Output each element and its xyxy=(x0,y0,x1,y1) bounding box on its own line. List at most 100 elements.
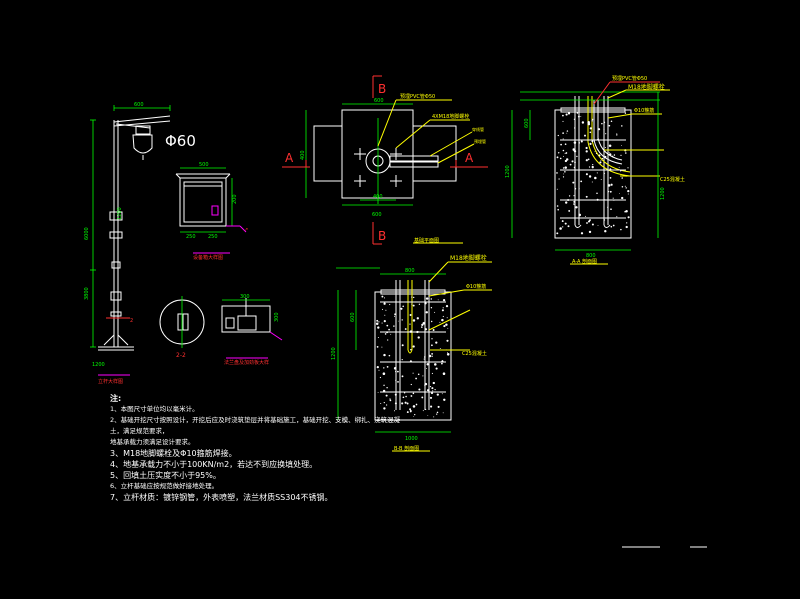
bb-height-dim: 1200 xyxy=(331,347,337,360)
note-1: 1、本图尺寸单位均以毫米计。 xyxy=(110,405,199,413)
concrete-aggregate-dot xyxy=(624,185,626,187)
section-b-top: B xyxy=(378,82,386,96)
concrete-aggregate-dot xyxy=(580,180,583,183)
concrete-aggregate-dot xyxy=(562,120,564,122)
concrete-aggregate-dot xyxy=(412,405,416,408)
concrete-aggregate-dot xyxy=(572,181,575,184)
concrete-aggregate-dot xyxy=(588,230,592,234)
concrete-aggregate-dot xyxy=(562,132,564,134)
concrete-aggregate-dot xyxy=(568,195,571,197)
plan-callout-bolt: 4XM18地脚螺栓 xyxy=(432,113,469,120)
concrete-aggregate-dot xyxy=(564,171,566,173)
concrete-aggregate-dot xyxy=(402,396,405,399)
concrete-aggregate-dot xyxy=(585,150,588,153)
concrete-aggregate-dot xyxy=(562,114,564,117)
concrete-aggregate-dot xyxy=(409,314,412,316)
concrete-aggregate-dot xyxy=(442,307,444,309)
concrete-aggregate-dot xyxy=(566,130,569,132)
concrete-aggregate-dot xyxy=(557,152,560,154)
concrete-aggregate-dot xyxy=(601,122,603,125)
cabinet-dim-b: 250 xyxy=(208,234,218,240)
concrete-aggregate-dot xyxy=(431,372,433,375)
concrete-aggregate-dot xyxy=(394,313,396,316)
concrete-aggregate-dot xyxy=(427,415,429,416)
concrete-aggregate-dot xyxy=(616,216,618,218)
concrete-aggregate-dot xyxy=(423,358,425,360)
concrete-aggregate-dot xyxy=(397,370,399,373)
concrete-aggregate-dot xyxy=(442,315,444,318)
concrete-aggregate-dot xyxy=(556,172,558,174)
concrete-aggregate-dot xyxy=(567,225,570,228)
concrete-aggregate-dot xyxy=(389,399,392,402)
concrete-aggregate-dot xyxy=(619,193,621,194)
concrete-aggregate-dot xyxy=(591,120,593,122)
concrete-aggregate-dot xyxy=(410,349,412,351)
plan-top-dim: 600 xyxy=(374,98,384,104)
concrete-aggregate-dot xyxy=(393,410,396,412)
aa-concrete-fill xyxy=(556,112,630,235)
concrete-aggregate-dot xyxy=(612,224,615,227)
concrete-aggregate-dot xyxy=(578,213,581,217)
concrete-aggregate-dot xyxy=(393,315,396,317)
concrete-aggregate-dot xyxy=(610,183,613,186)
concrete-aggregate-dot xyxy=(625,187,627,189)
concrete-aggregate-dot xyxy=(417,336,420,339)
concrete-aggregate-dot xyxy=(598,128,601,131)
concrete-aggregate-dot xyxy=(409,360,412,363)
concrete-aggregate-dot xyxy=(443,325,446,328)
concrete-aggregate-dot xyxy=(610,225,613,228)
concrete-aggregate-dot xyxy=(575,206,578,209)
concrete-aggregate-dot xyxy=(585,215,586,217)
concrete-aggregate-dot xyxy=(412,345,415,348)
concrete-aggregate-dot xyxy=(434,388,436,391)
concrete-aggregate-dot xyxy=(383,384,385,386)
concrete-aggregate-dot xyxy=(620,228,622,231)
concrete-aggregate-dot xyxy=(406,402,409,405)
concrete-aggregate-dot xyxy=(580,140,583,143)
concrete-aggregate-dot xyxy=(574,161,576,164)
concrete-aggregate-dot xyxy=(585,173,588,176)
pole-dim-6000: 6000 xyxy=(84,227,90,240)
concrete-aggregate-dot xyxy=(580,115,582,117)
bb-top-dim: 600 xyxy=(350,312,356,322)
concrete-aggregate-dot xyxy=(586,222,588,224)
concrete-aggregate-dot xyxy=(389,304,391,306)
concrete-aggregate-dot xyxy=(383,367,385,369)
concrete-aggregate-dot xyxy=(564,143,567,146)
concrete-aggregate-dot xyxy=(413,416,415,417)
concrete-aggregate-dot xyxy=(400,307,403,310)
concrete-aggregate-dot xyxy=(446,317,448,319)
concrete-aggregate-dot xyxy=(578,188,580,190)
concrete-aggregate-dot xyxy=(418,388,421,391)
concrete-aggregate-dot xyxy=(562,176,565,178)
note-2-cont: 地基承载力须满足设计要求。 xyxy=(110,438,195,446)
notes-title: 注: xyxy=(110,394,122,403)
concrete-aggregate-dot xyxy=(384,314,386,316)
concrete-aggregate-dot xyxy=(621,125,623,127)
concrete-aggregate-dot xyxy=(596,172,598,174)
concrete-aggregate-dot xyxy=(376,319,379,322)
concrete-aggregate-dot xyxy=(412,372,414,374)
concrete-aggregate-dot xyxy=(406,411,409,414)
concrete-aggregate-dot xyxy=(445,304,449,308)
concrete-aggregate-dot xyxy=(445,323,448,326)
concrete-aggregate-dot xyxy=(394,402,397,405)
plan-title: 基础平面图 xyxy=(414,237,439,244)
concrete-aggregate-dot xyxy=(421,326,423,328)
concrete-aggregate-dot xyxy=(428,354,432,358)
concrete-aggregate-dot xyxy=(589,142,592,145)
concrete-aggregate-dot xyxy=(386,331,389,334)
concrete-aggregate-dot xyxy=(381,295,384,298)
bb-topbar-dim: 800 xyxy=(405,268,415,274)
concrete-aggregate-dot xyxy=(627,216,630,219)
concrete-aggregate-dot xyxy=(416,317,419,320)
concrete-aggregate-dot xyxy=(422,375,424,377)
pole-dim-3800: 3800 xyxy=(84,287,90,300)
concrete-aggregate-dot xyxy=(589,219,591,220)
concrete-aggregate-dot xyxy=(412,392,415,395)
concrete-aggregate-dot xyxy=(446,339,449,342)
concrete-aggregate-dot xyxy=(417,331,419,333)
concrete-aggregate-dot xyxy=(591,118,594,121)
concrete-aggregate-dot xyxy=(607,184,611,187)
concrete-aggregate-dot xyxy=(402,305,404,308)
